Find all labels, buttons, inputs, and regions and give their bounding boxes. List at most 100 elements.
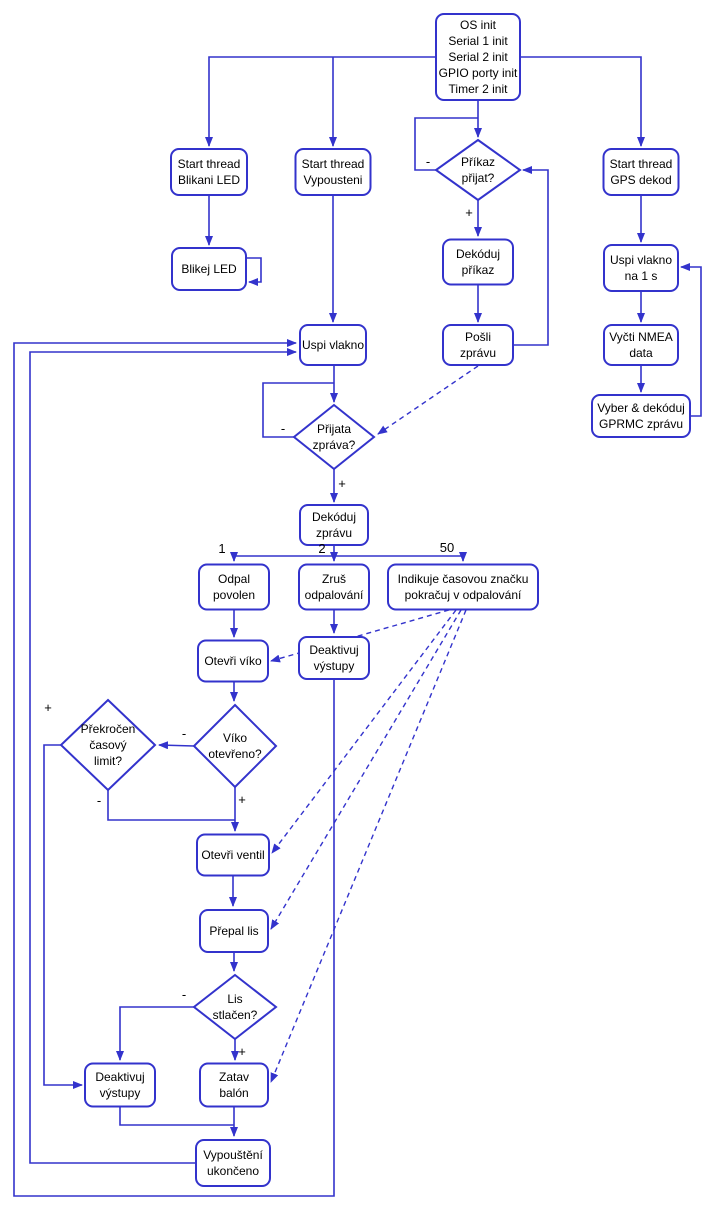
edge-label-11--: - (182, 987, 186, 1002)
odpal-povolen-box-shape (198, 563, 270, 611)
node-blikej-led-label: Blikej LED (181, 262, 237, 276)
edge-label-2--: - (281, 421, 285, 436)
edge-prekrocen-minus-merge (107, 790, 235, 821)
dashed-edge-indikuje-to-otevri-ventil (271, 609, 457, 854)
edge-label-0--: - (426, 154, 430, 169)
edge-label-3-+: + (338, 476, 346, 491)
dekoduj-zpravu-box-shape (299, 504, 369, 546)
vycti-nmea-data-box-shape (603, 324, 679, 366)
dashed-edge-indikuje-to-prepal-lis (270, 609, 462, 930)
edge-label-4-1: 1 (218, 541, 225, 556)
node-uspi-vlakno: Uspi vlakno (299, 324, 367, 366)
edge-deaktivuj-a-return-to-uspi-vlakno (13, 339, 335, 1197)
node-otevri-ventil: Otevři ventil (196, 833, 270, 877)
zatav-balon-box-shape (199, 1062, 269, 1108)
os-init-box-shape (435, 13, 521, 101)
node-blikej-led: Blikej LED (171, 247, 247, 291)
node-otevri-ventil-label: Otevři ventil (201, 848, 264, 862)
edge-deaktivuj-b-merge (119, 1107, 234, 1126)
dashed-edge-posli-zpravu-to-prijata-zprava (377, 365, 479, 435)
dashed-edge-indikuje-to-zatav-balon (270, 609, 467, 1083)
uspi-vlakno-box-shape (299, 324, 367, 366)
prekrocen-casovy-limit-diamond-shape (59, 698, 157, 792)
vypousteni-ukonceno-box-shape (195, 1139, 271, 1187)
start-thread-blikani-led-box-shape (170, 148, 248, 196)
node-otevri-viko-label: Otevři víko (204, 654, 262, 668)
edge-label-8-+: + (44, 700, 52, 715)
node-prepal-lis-label: Přepal lis (209, 924, 258, 938)
edge-osinit-to-start-gps (520, 56, 645, 147)
edge-viko-otevreno-minus-to-prekrocen (158, 741, 195, 750)
prijata-zprava-diamond-shape (292, 403, 376, 471)
edge-label-10-+: + (238, 792, 246, 807)
edge-label-7--: - (182, 726, 186, 741)
prikaz-prijat-diamond-shape (434, 138, 522, 202)
edge-lis-stlacen-minus-to-deaktivuj-b (116, 1006, 194, 1061)
prepal-lis-box-shape (199, 909, 269, 953)
start-thread-gps-dekod-box-shape (602, 148, 680, 196)
edge-prijata-zprava-minus-loop (262, 382, 334, 438)
edge-prekrocen-plus-to-deaktivuj-b (43, 744, 83, 1089)
zrus-odpalovani-box-shape (298, 563, 370, 611)
otevri-ventil-box-shape (196, 833, 270, 877)
viko-otevreno-diamond-shape (192, 703, 278, 789)
uspi-vlakno-na-1s-box-shape (603, 244, 679, 292)
start-thread-vypousteni-box-shape (294, 148, 372, 196)
edge-label-6-50: 50 (440, 540, 454, 555)
posli-zpravu-box-shape (442, 324, 514, 366)
node-uspi-vlakno-label: Uspi vlakno (302, 338, 364, 352)
otevri-viko-box-shape (197, 639, 269, 683)
edge-gprmc-loop-to-uspi-1s (680, 263, 702, 417)
edge-label-9--: - (97, 793, 101, 808)
edge-label-5-2: 2 (318, 541, 325, 556)
edge-prikaz-prijat-minus-loop (414, 117, 478, 171)
lis-stlacen-diamond-shape (192, 973, 278, 1041)
edge-posli-zpravu-to-prikaz-prijat (513, 166, 549, 346)
edges-layer (13, 56, 702, 1197)
vyber-dekoduj-gprmc-box-shape (591, 394, 691, 438)
blikej-led-box-shape (171, 247, 247, 291)
indikuje-casovou-znacku-box-shape (387, 563, 539, 611)
edge-label-1-+: + (465, 205, 473, 220)
node-prepal-lis: Přepal lis (199, 909, 269, 953)
